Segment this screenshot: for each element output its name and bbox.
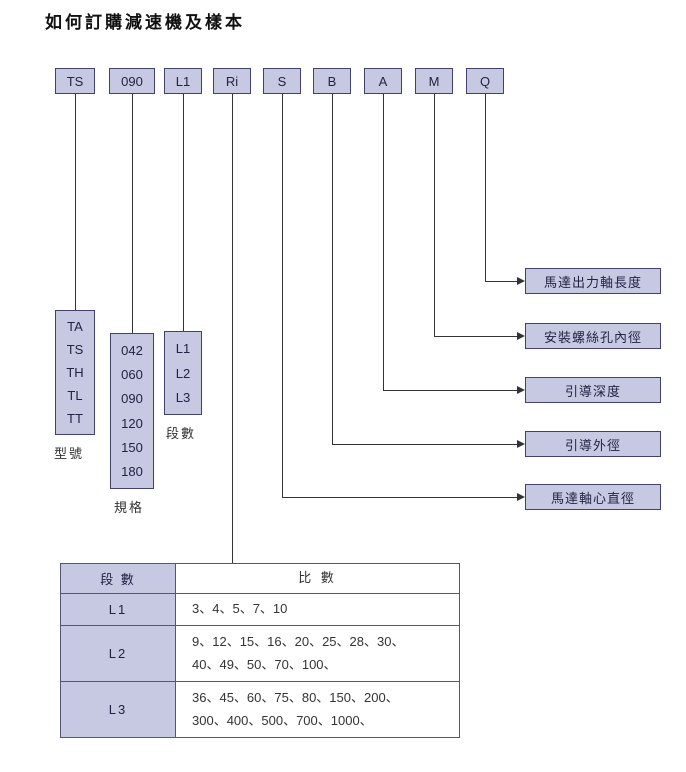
size-option: 090 <box>121 391 143 407</box>
label-pilot-outer-diameter: 引導外徑 <box>525 431 661 457</box>
option-box-size: 042 060 090 120 150 180 <box>110 333 154 489</box>
connector-a-line <box>383 94 384 390</box>
code-box-090: 090 <box>109 68 155 94</box>
ratio-line: 300、400、500、700、1000、 <box>192 712 373 728</box>
code-box-l1: L1 <box>164 68 202 94</box>
connector-l1-line <box>183 94 184 331</box>
model-option: TA <box>67 319 83 334</box>
stage-option: L1 <box>175 341 191 357</box>
stage-label: L1 <box>60 593 176 626</box>
table-row: L3 36、45、60、75、80、150、200、 300、400、500、7… <box>60 681 460 738</box>
connector-s-line <box>282 94 283 497</box>
arrow-right-icon <box>517 440 525 448</box>
size-option: 180 <box>121 463 143 479</box>
ratio-line: 40、49、50、70、100、 <box>192 656 337 672</box>
connector-q-line <box>485 94 486 281</box>
stage-label: L2 <box>60 625 176 682</box>
option-box-stages: L1 L2 L3 <box>164 331 202 415</box>
table-header-ratios: 比 數 <box>175 563 460 594</box>
table-row: L1 3、4、5、7、10 <box>60 593 460 626</box>
model-option: TS <box>66 342 84 357</box>
stage-option: L3 <box>175 389 191 405</box>
caption-stages: 段數 <box>166 426 197 441</box>
code-box-b: B <box>313 68 351 94</box>
code-box-q: Q <box>466 68 504 94</box>
table-header-stages: 段 數 <box>60 563 176 594</box>
ratio-values: 9、12、15、16、20、25、28、30、 40、49、50、70、100、 <box>175 625 460 682</box>
code-box-m: M <box>415 68 453 94</box>
size-option: 042 <box>121 343 143 359</box>
stage-label: L3 <box>60 681 176 738</box>
size-option: 120 <box>121 415 143 431</box>
code-box-s: S <box>263 68 301 94</box>
page-title: 如何訂購減速機及樣本 <box>45 13 245 32</box>
arrow-right-icon <box>517 332 525 340</box>
label-motor-shaft-diameter: 馬達軸心直徑 <box>525 484 661 510</box>
code-box-ts: TS <box>55 68 95 94</box>
arrow-right-icon <box>517 493 525 501</box>
connector-s-hline <box>282 497 517 498</box>
caption-model: 型號 <box>54 446 85 461</box>
arrow-right-icon <box>517 386 525 394</box>
label-pilot-depth: 引導深度 <box>525 377 661 403</box>
ratio-values: 36、45、60、75、80、150、200、 300、400、500、700、… <box>175 681 460 738</box>
connector-ts-line <box>75 94 76 310</box>
model-option: TT <box>67 411 83 426</box>
connector-b-line <box>332 94 333 444</box>
ratio-line: 9、12、15、16、20、25、28、30、 <box>192 634 405 650</box>
stage-option: L2 <box>175 365 191 381</box>
label-motor-shaft-length: 馬達出力軸長度 <box>525 268 661 294</box>
connector-ri-line <box>232 94 233 563</box>
connector-m-line <box>434 94 435 336</box>
ratio-line: 36、45、60、75、80、150、200、 <box>192 690 399 706</box>
table-row: L2 9、12、15、16、20、25、28、30、 40、49、50、70、1… <box>60 625 460 682</box>
ratio-table: 段 數 比 數 L1 3、4、5、7、10 L2 9、12、15、16、20、2… <box>60 563 460 738</box>
label-mounting-screw-bore: 安裝螺絲孔內徑 <box>525 323 661 349</box>
caption-size: 規格 <box>114 500 145 515</box>
connector-b-hline <box>332 444 517 445</box>
ratio-line: 3、4、5、7、10 <box>192 601 288 617</box>
model-option: TH <box>66 365 84 380</box>
model-option: TL <box>67 388 83 403</box>
table-header-row: 段 數 比 數 <box>60 563 460 594</box>
code-box-a: A <box>364 68 402 94</box>
size-option: 060 <box>121 367 143 383</box>
connector-090-line <box>132 94 133 333</box>
code-box-ri: Ri <box>213 68 251 94</box>
connector-q-hline <box>485 281 517 282</box>
connector-m-hline <box>434 336 517 337</box>
arrow-right-icon <box>517 277 525 285</box>
ratio-values: 3、4、5、7、10 <box>175 593 460 626</box>
option-box-model: TA TS TH TL TT <box>55 310 95 435</box>
connector-a-hline <box>383 390 517 391</box>
size-option: 150 <box>121 439 143 455</box>
